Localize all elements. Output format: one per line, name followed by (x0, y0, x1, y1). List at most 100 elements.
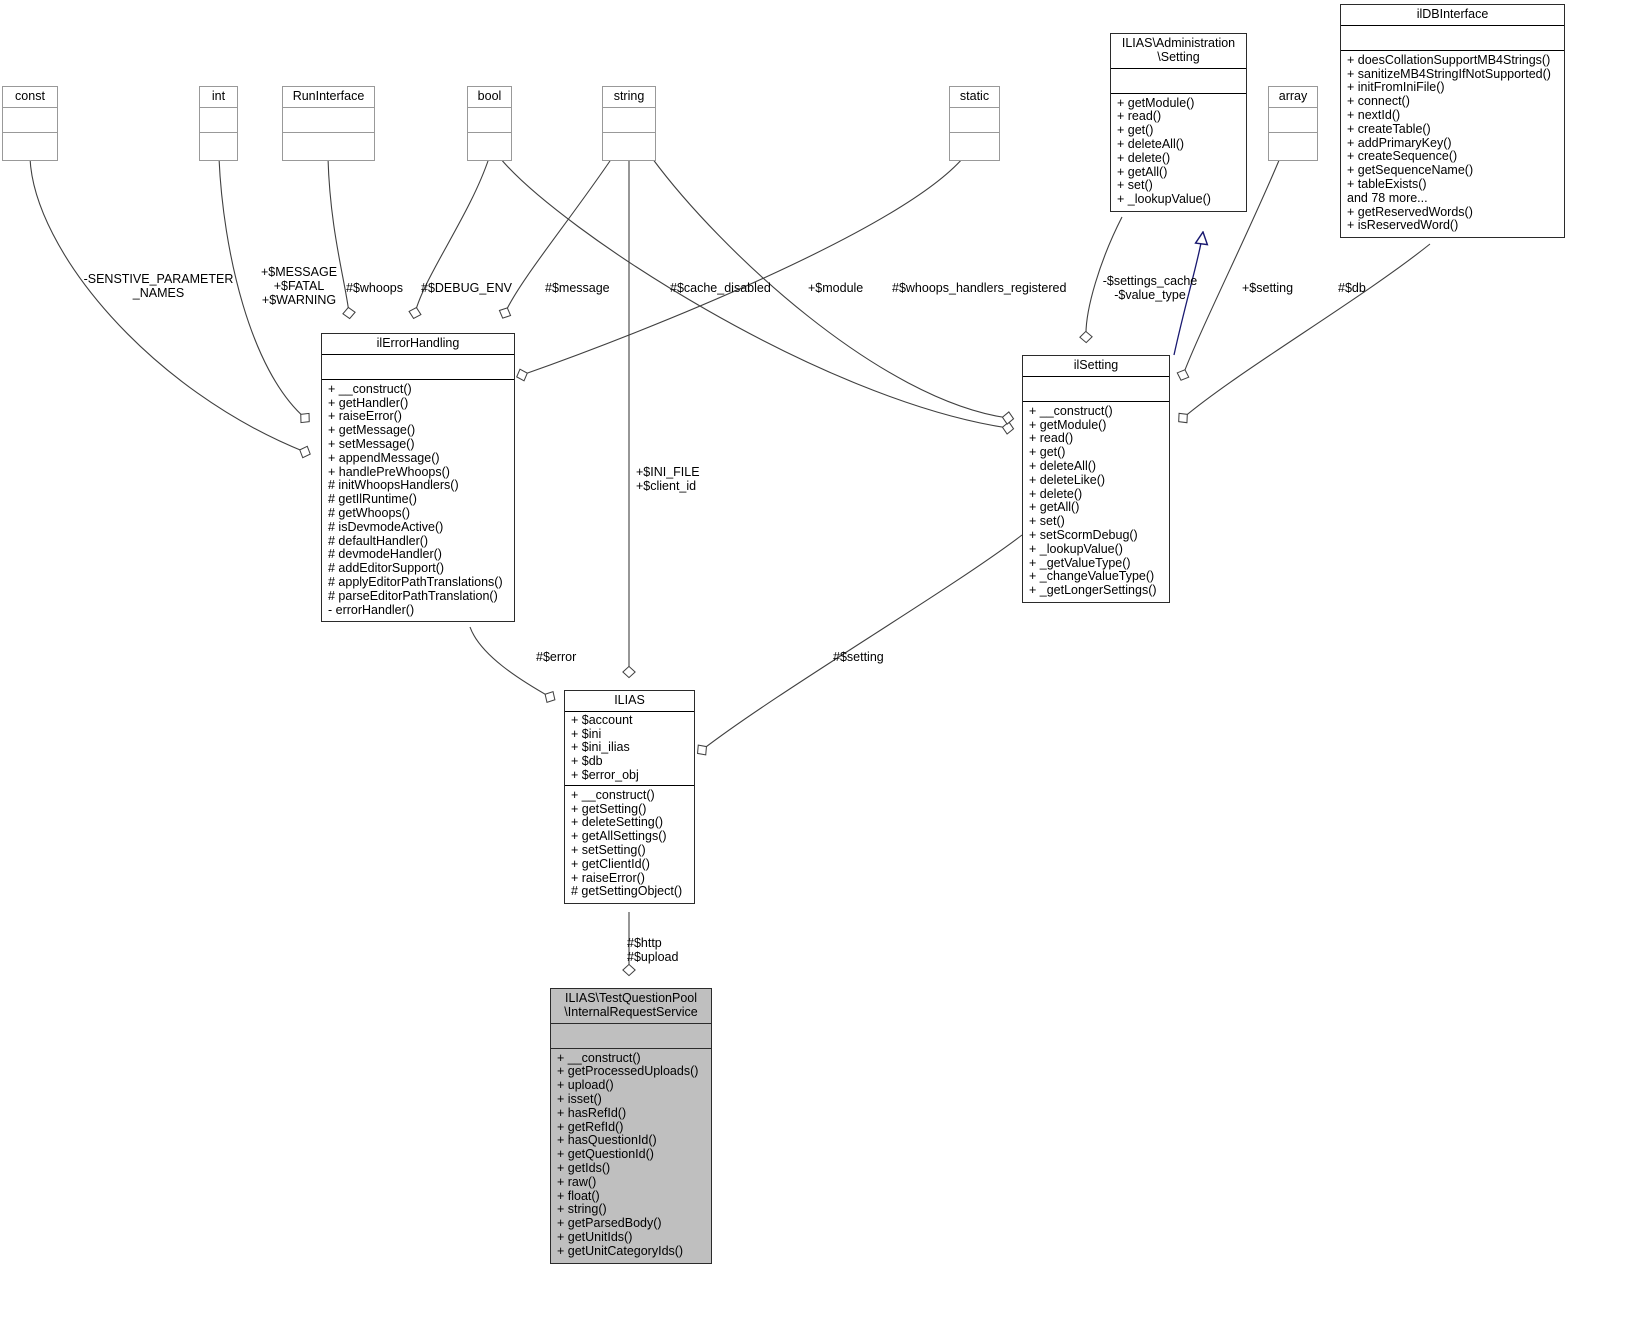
class-member-row: + float() (557, 1188, 600, 1203)
class-member-row: + isset() (557, 1091, 602, 1106)
class-member-row: + deleteLike() (1029, 472, 1106, 487)
class-operations-ilerrorhandling: + __construct()+ getHandler()+ raiseErro… (322, 380, 514, 622)
class-member-row: + raiseError() (328, 409, 402, 424)
class-attributes-string (603, 108, 655, 133)
edge-label-cache-disabled: #$cache_disabled (670, 281, 771, 295)
class-member-row: + getReservedWords() (1347, 204, 1473, 219)
class-member-row: + getUnitCategoryIds() (557, 1243, 684, 1258)
class-member-row: + $error_obj (571, 767, 639, 782)
class-member-row: + delete() (1029, 486, 1083, 501)
class-member-row: + __construct() (557, 1050, 641, 1065)
class-member-row: + getModule() (1029, 417, 1107, 432)
class-box-ildbinterface[interactable]: ilDBInterface + doesCollationSupportMB4S… (1340, 4, 1565, 239)
class-box-administration-setting[interactable]: ILIAS\Administration \Setting + getModul… (1110, 33, 1247, 212)
class-attributes-bool (468, 108, 511, 133)
class-member-row: + get() (1117, 123, 1154, 138)
class-member-row: + read() (1117, 109, 1162, 124)
class-member-row: + $account (571, 712, 633, 727)
edge-label-whoops: #$whoops (346, 281, 403, 295)
class-member-row: + _changeValueType() (1029, 569, 1155, 584)
class-attributes-array (1269, 108, 1317, 133)
class-member-row: + getIds() (557, 1160, 611, 1175)
edge-label-debug-env: #$DEBUG_ENV (421, 281, 513, 295)
class-title-ilsetting: ilSetting (1023, 356, 1169, 377)
class-member-row: + $ini (571, 726, 602, 741)
edge-label-whoops-handlers-registered: #$whoops_handlers_registered (892, 281, 1067, 295)
class-member-row: + delete() (1117, 150, 1171, 165)
edge-label-db: #$db (1338, 281, 1366, 295)
class-member-row: # defaultHandler() (328, 533, 429, 548)
class-title-ilerrorhandling: ilErrorHandling (322, 334, 514, 355)
class-operations-static (950, 133, 999, 160)
class-attributes-int (200, 108, 237, 133)
class-member-row: + initFromIniFile() (1347, 80, 1445, 95)
class-box-int[interactable]: int (199, 86, 238, 161)
class-title-administration-setting: ILIAS\Administration \Setting (1111, 34, 1246, 69)
class-attributes-internalrequestservice (551, 1024, 711, 1049)
class-member-row: # getSettingObject() (571, 884, 683, 899)
class-title-runinterface: RunInterface (283, 87, 374, 108)
class-attributes-ilerrorhandling (322, 355, 514, 380)
class-box-array[interactable]: array (1268, 86, 1318, 161)
edge-label-message: #$message (545, 281, 610, 295)
class-member-row: + upload() (557, 1078, 614, 1093)
class-attributes-ilias: + $account+ $ini+ $ini_ilias+ $db+ $erro… (565, 712, 694, 786)
class-title-static: static (950, 87, 999, 108)
class-member-row: # getIlRuntime() (328, 492, 417, 507)
class-member-row: # devmodeHandler() (328, 547, 442, 562)
class-title-internalrequestservice: ILIAS\TestQuestionPool \InternalRequestS… (551, 989, 711, 1024)
class-operations-runinterface (283, 133, 374, 160)
class-member-row: + read() (1029, 431, 1074, 446)
class-operations-const (3, 133, 57, 160)
class-attributes-administration-setting (1111, 69, 1246, 94)
class-box-ilias[interactable]: ILIAS + $account+ $ini+ $ini_ilias+ $db+… (564, 690, 695, 905)
class-member-row: + __construct() (1029, 403, 1113, 418)
class-box-static[interactable]: static (949, 86, 1000, 161)
class-member-row: + nextId() (1347, 107, 1401, 122)
class-member-row: + setMessage() (328, 436, 415, 451)
edge-label-senstive-parameter-names: -SENSTIVE_PARAMETER _NAMES (83, 272, 234, 300)
class-attributes-ilsetting (1023, 377, 1169, 402)
edge-label-setting-top: +$setting (1242, 281, 1294, 295)
class-member-row: + sanitizeMB4StringIfNotSupported() (1347, 66, 1551, 81)
edge-label-message-fatal-warning: +$MESSAGE +$FATAL +$WARNING (260, 265, 338, 307)
class-member-row: + $ini_ilias (571, 740, 630, 755)
class-member-row: + raiseError() (571, 870, 645, 885)
class-member-row: + _lookupValue() (1117, 192, 1211, 207)
class-attributes-runinterface (283, 108, 374, 133)
class-attributes-ildbinterface (1341, 26, 1564, 51)
class-title-int: int (200, 87, 237, 108)
class-box-runinterface[interactable]: RunInterface (282, 86, 375, 161)
class-title-ilias: ILIAS (565, 691, 694, 712)
class-box-ilsetting[interactable]: ilSetting + __construct()+ getModule()+ … (1022, 355, 1170, 603)
class-member-row: + getAll() (1117, 164, 1168, 179)
class-member-row: + getUnitIds() (557, 1229, 633, 1244)
class-member-row: # addEditorSupport() (328, 561, 445, 576)
class-operations-string (603, 133, 655, 160)
class-member-row: + tableExists() (1347, 176, 1427, 191)
class-box-bool[interactable]: bool (467, 86, 512, 161)
class-box-const[interactable]: const (2, 86, 58, 161)
class-box-ilerrorhandling[interactable]: ilErrorHandling + __construct()+ getHand… (321, 333, 515, 623)
class-member-row: # initWhoopsHandlers() (328, 478, 459, 493)
edge-label-ini-file-client-id: +$INI_FILE +$client_id (636, 465, 700, 493)
class-member-row: # isDevmodeActive() (328, 519, 444, 534)
class-member-row: + isReservedWord() (1347, 218, 1459, 233)
class-member-row: + __construct() (571, 787, 655, 802)
class-title-const: const (3, 87, 57, 108)
class-operations-ildbinterface: + doesCollationSupportMB4Strings()+ sani… (1341, 51, 1564, 237)
class-member-row: + set() (1029, 514, 1065, 529)
class-member-row: + deleteAll() (1117, 136, 1185, 151)
class-member-row: + _getValueType() (1029, 555, 1131, 570)
class-operations-ilias: + __construct()+ getSetting()+ deleteSet… (565, 786, 694, 903)
class-member-row: + set() (1117, 178, 1153, 193)
class-title-array: array (1269, 87, 1317, 108)
class-title-ildbinterface: ilDBInterface (1341, 5, 1564, 26)
class-member-row: + getMessage() (328, 423, 416, 438)
class-operations-int (200, 133, 237, 160)
class-title-string: string (603, 87, 655, 108)
class-box-internalrequestservice[interactable]: ILIAS\TestQuestionPool \InternalRequestS… (550, 988, 712, 1264)
class-box-string[interactable]: string (602, 86, 656, 161)
class-operations-array (1269, 133, 1317, 160)
class-member-row: + createTable() (1347, 121, 1431, 136)
